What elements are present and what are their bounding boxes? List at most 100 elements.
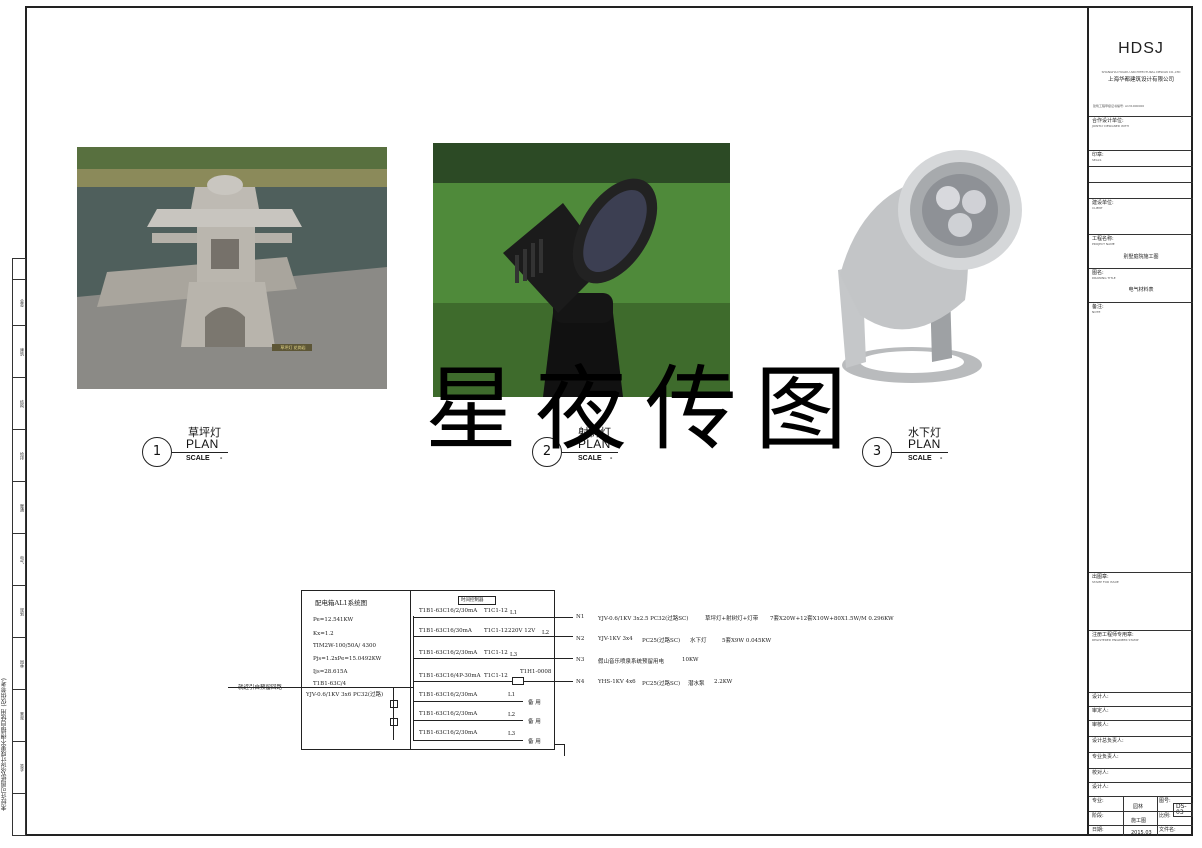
- circuit-conduit: PC25(过路SC): [642, 681, 681, 687]
- certificate-number: 建筑工程甲级证书编号: A131000000: [1093, 104, 1145, 108]
- client-label: 建设单位:: [1092, 200, 1114, 206]
- drawing-frame: [25, 6, 1193, 836]
- callout-number: 1: [142, 437, 172, 467]
- circuit-breaker: T1B1-63C16/30mA: [419, 628, 472, 634]
- strip-cell: 签字: [13, 741, 25, 794]
- scale-value: -: [220, 455, 223, 462]
- strip-cell: 结构: [13, 377, 25, 430]
- registered-engineer-label: 注册工程师专用章:: [1092, 632, 1134, 638]
- circuit-load: 潜水泵: [688, 681, 705, 687]
- circuit-id: N3: [576, 657, 585, 663]
- strip-cell: 电气: [13, 533, 25, 586]
- circuit-spare: 备 用: [528, 739, 541, 745]
- circuit-phase: L2: [508, 712, 516, 718]
- copyright-note: 未经许可图纸及设计成果不得擅自使用 (仅供参考): [1, 678, 8, 811]
- schematic-title: 配电箱AL1系统图: [315, 599, 368, 607]
- strip-cell: 景观: [13, 689, 25, 742]
- project-sub: PROJECT NAME: [1092, 242, 1115, 246]
- circuit-relay: T1H1-0008: [520, 669, 552, 675]
- circuit-contactor: T1C1-12: [484, 608, 508, 614]
- callout-number: 2: [532, 437, 562, 467]
- date-label: 日期:: [1092, 827, 1104, 833]
- circuit-phase: L1: [508, 692, 516, 698]
- scale-label: SCALE: [186, 455, 210, 462]
- registered-engineer-sub: REGISTERED ENGINEER STAMP: [1092, 638, 1139, 642]
- item-name: 草坪灯: [188, 426, 221, 439]
- plan-label: PLAN: [908, 437, 941, 451]
- spotlight-photo: [433, 143, 730, 397]
- seal-label: 印章:: [1092, 152, 1104, 158]
- circuit-id: N4: [576, 679, 585, 685]
- ratio-label: 比例:: [1159, 813, 1171, 819]
- seal-sub: SEALS: [1092, 158, 1102, 162]
- discipline-lead-label: 专业负责人:: [1092, 754, 1119, 760]
- circuit-transformer: 220V 12V: [508, 628, 536, 634]
- circuit-breaker: T1B1-63C16/4P-30mA: [419, 673, 481, 679]
- incoming-cable: YJV-0.6/1KV 3x6 PC32(过路): [306, 692, 384, 698]
- drawing-title-sub: DRAWING TITLE: [1092, 276, 1116, 280]
- phase-label: 阶段:: [1092, 813, 1104, 819]
- proofer-label: 校对人:: [1092, 770, 1109, 776]
- param: Pjs=1.2xPe=15.0492KW: [313, 656, 382, 662]
- lamp-photo-label: 草坪灯 花岗岩: [280, 345, 306, 350]
- circuit-phase: L2: [542, 630, 550, 636]
- item-name: 射树灯: [578, 426, 611, 439]
- underwater-light-photo: [800, 140, 1030, 400]
- circuit-id: N1: [576, 614, 585, 620]
- drawing-title-label: 图名:: [1092, 270, 1104, 276]
- scale-value: -: [610, 455, 613, 462]
- main-breaker: T1B1-63C/4: [313, 681, 347, 687]
- circuit-phase: L3: [508, 731, 516, 737]
- client-sub: CLIENT: [1092, 206, 1103, 210]
- circuit-contactor: T1C1-12: [484, 673, 508, 679]
- discipline-label: 专业:: [1092, 798, 1104, 804]
- checker-label: 审定人:: [1092, 708, 1109, 714]
- param: Kx=1.2: [313, 631, 334, 637]
- notes-sub: NOTE: [1092, 310, 1101, 314]
- circuit-breaker: T1B1-63C16/2/30mA: [419, 692, 478, 698]
- circuit-cable: YHS-1KV 4x6: [598, 679, 636, 685]
- partner-sub: JOINTLY DESIGNED WITH: [1092, 124, 1129, 128]
- notes-label: 备注:: [1092, 304, 1104, 310]
- company-name-en: SHANGHAI HUADU ARCHITECTURAL DESIGN CO.,…: [1101, 70, 1181, 74]
- circuit-detail: 7套X20W+12套X10W+80X1.5W/M 0.296KW: [770, 616, 894, 622]
- stamp-sub: STAMP FOR ISSUE: [1092, 580, 1119, 584]
- circuit-contactor: T1C1-12: [484, 628, 508, 634]
- circuit-detail: 2.2KW: [714, 679, 733, 685]
- scale-value: -: [940, 455, 943, 462]
- circuit-spare: 备 用: [528, 719, 541, 725]
- drawing-number: DS-03: [1173, 803, 1193, 817]
- signature-strip: 会签 建筑 结构 给排 暖通 电气 规划 园林 景观 签字: [12, 258, 26, 836]
- circuit-phase: L3: [510, 652, 518, 658]
- designer-label: 设计人:: [1092, 694, 1109, 700]
- circuit-detail: 10KW: [682, 657, 699, 663]
- circuit-conduit: PC25(过路SC): [642, 638, 681, 644]
- circuit-load: 草坪灯+射树灯+灯带: [705, 616, 759, 622]
- param: Ijs=28.615A: [313, 669, 348, 675]
- circuit-spare: 备 用: [528, 700, 541, 706]
- company-logo: HDSJ: [1118, 40, 1164, 57]
- project-label: 工程名称:: [1092, 236, 1114, 242]
- strip-cell: 建筑: [13, 325, 25, 378]
- date-value: 2015.03: [1131, 830, 1152, 836]
- plan-label: PLAN: [578, 437, 611, 451]
- strip-cell: 规划: [13, 585, 25, 638]
- callout-number: 3: [862, 437, 892, 467]
- circuit-breaker: T1B1-63C16/2/30mA: [419, 711, 478, 717]
- circuit-cable: YJV-0.6/1KV 3x2.5 PC32(过路SC): [598, 616, 689, 622]
- watermark: 星夜传图: [425, 356, 866, 463]
- plan-label: PLAN: [186, 437, 219, 451]
- item-name: 水下灯: [908, 426, 941, 439]
- file-name-label: 文件名:: [1159, 827, 1176, 833]
- circuit-breaker: T1B1-63C16/2/30mA: [419, 650, 478, 656]
- company-name-cn: 上海华都建筑设计有限公司: [1107, 77, 1174, 83]
- stamp-label: 出图章:: [1092, 574, 1109, 580]
- circuit-breaker: T1B1-63C16/2/30mA: [419, 730, 478, 736]
- drawing-title: 电气材料表: [1128, 287, 1154, 293]
- title-block: HDSJ SHANGHAI HUADU ARCHITECTURAL DESIGN…: [1087, 6, 1193, 836]
- drawing-number-label: 图号:: [1159, 798, 1171, 804]
- distribution-box: [301, 590, 555, 750]
- phase-value: 施工图: [1131, 818, 1147, 824]
- project-name: 别墅庭院施工图: [1123, 254, 1159, 260]
- strip-cell: 暖通: [13, 481, 25, 534]
